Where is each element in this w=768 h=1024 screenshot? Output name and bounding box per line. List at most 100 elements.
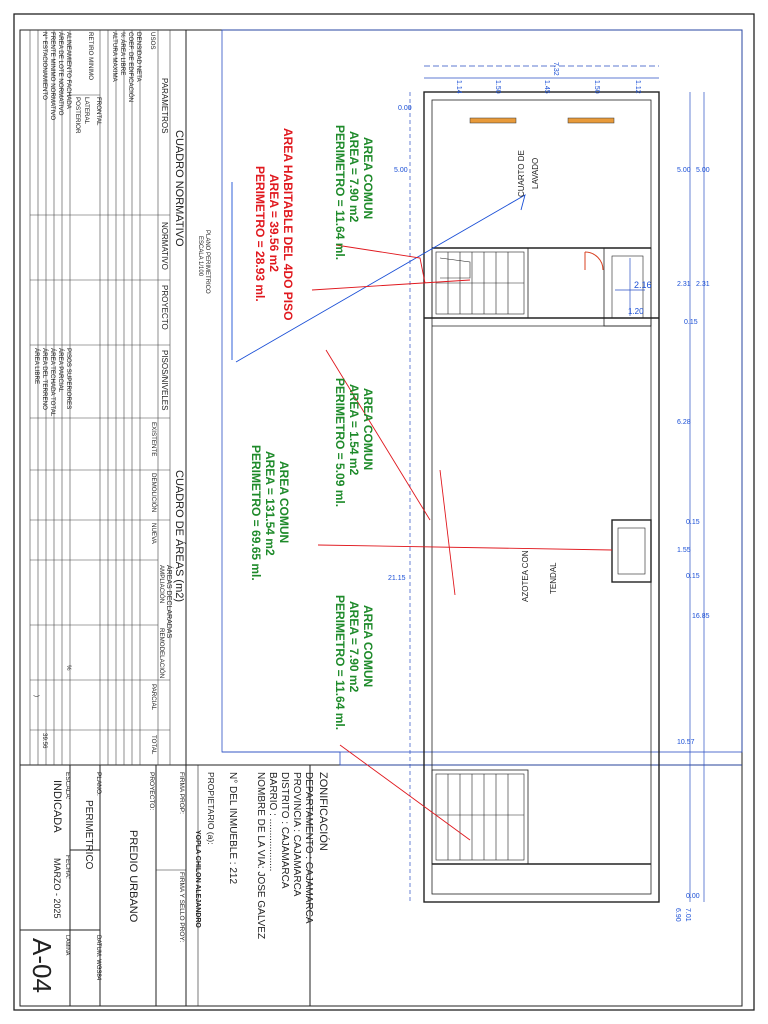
plan-caption: PLANO PERIMETRICO ESCALA 1/100	[197, 230, 210, 294]
retiro-frontal: FRONTAL	[95, 97, 102, 126]
room-tendal-line-2: TENDAL	[549, 562, 558, 594]
datum-label: DATUM: WGS84	[95, 935, 101, 981]
ann5-line1: AREA COMUN	[361, 605, 375, 687]
row-pisos-superiores: PISOS SUPERIORES	[65, 348, 72, 409]
annotation-area-comun-escalera: AREA COMUN AREA = 1.54 m2 PERIMETRO = 5.…	[333, 378, 375, 507]
ann4-line1: AREA COMUN	[277, 461, 291, 543]
dim-top-2: 1.14	[455, 80, 462, 94]
cuadro-areas-title: CUADRO DE ÁREAS (m2)	[173, 470, 186, 602]
retiro-posterior: POSTERIOR	[74, 97, 81, 134]
dim-top-3: 1.50	[494, 80, 501, 94]
row-usos: USOS	[149, 32, 156, 50]
tables-region: CUADRO NORMATIVO PARAMETROS NORMATIVO PR…	[20, 30, 742, 766]
info-provincia: PROVINCIA : CAJAMARCA	[291, 772, 302, 897]
col-parcial: PARCIAL	[150, 684, 157, 711]
dim-right-10: 10.57	[677, 739, 695, 746]
escala-value: INDICADA	[51, 780, 63, 833]
dim-right-13: 7.01	[684, 908, 691, 922]
dim-left-2: 21.15	[388, 575, 406, 582]
plan-caption-title: PLANO PERIMETRICO	[204, 230, 210, 294]
dim-top-1: 1.45	[543, 80, 550, 94]
dim-inner-0: 2.16	[634, 280, 652, 290]
value-area-terreno: 39.56	[41, 733, 48, 749]
zonificacion-label: ZONIFICACIÓN	[317, 772, 330, 851]
annotation-area-habitable: AREA HABITABLE DEL 4DO PISO AREA = 39.56…	[253, 128, 295, 320]
dim-right-12: 6.90	[674, 908, 681, 922]
ann3-line1: AREA COMUN	[361, 388, 375, 470]
annotation-area-comun-lavado: AREA COMUN AREA = 7.90 m2 PERIMETRO = 11…	[333, 125, 375, 260]
ann2-line1: AREA HABITABLE DEL 4DO PISO	[281, 128, 295, 320]
col-proyecto: PROYECTO	[160, 285, 169, 330]
col-ampliacion: AMPLIACIÓN	[158, 565, 165, 603]
dim-right-4: 0.15	[684, 319, 698, 326]
dim-right-9: 16.85	[692, 613, 710, 620]
col-existente: EXISTENTE	[150, 422, 157, 456]
row-area-libre-2: ÁREA LIBRE	[33, 348, 40, 384]
dim-right-8: 0.15	[686, 573, 700, 580]
col-total: TOTAL	[150, 735, 157, 755]
plano-name: PERIMETRICO	[83, 800, 94, 870]
value-pct: %	[65, 665, 72, 671]
row-retiro: RETIRO MINIMO	[87, 32, 94, 80]
sheet-border	[13, 13, 755, 1011]
room-lavado-line-1: CUARTO DE	[517, 150, 526, 197]
plan-caption-scale: ESCALA 1/100	[197, 236, 203, 277]
dim-top-4: 1.50	[593, 80, 600, 94]
col-nueva: NUEVA	[150, 523, 157, 545]
ann2-line3: PERIMETRO = 28.93 ml.	[253, 166, 267, 302]
row-area-terreno: ÁREA DEL TERRENO	[41, 348, 48, 410]
row-area-lote: ÁREA DE LOTE NORMATIVO	[57, 32, 64, 116]
row-coef: COEF. DE EDIFICACIÓN	[127, 32, 134, 102]
col-pisos-niveles: PISOS/NIVELES	[160, 350, 169, 410]
firma-prop-label: FIRMA PROP:	[178, 772, 185, 814]
ann5-line3: PERIMETRO = 11.64 ml.	[333, 595, 347, 730]
ann2-line2: AREA = 39.56 m2	[267, 174, 281, 272]
row-area-parcial: ÁREA PARCIAL	[57, 348, 64, 393]
lamina-value: A-04	[27, 938, 57, 993]
escala-label: ESCALA:	[64, 772, 71, 800]
info-distrito: DISTRITO : CAJAMARCA	[279, 772, 290, 889]
room-lavado: CUARTO DE LAVADO	[517, 150, 540, 197]
propietario-label: PROPIETARIO (a):	[206, 772, 216, 845]
room-tendal-line-1: AZOTEA CON	[521, 550, 530, 602]
room-tendal: AZOTEA CON TENDAL	[521, 550, 558, 602]
dim-right-2: 2.31	[677, 281, 691, 288]
row-area-libre: % ÁREA LIBRE	[119, 32, 126, 75]
dim-left-0: 0.00	[398, 105, 412, 112]
row-frente: FRENTE MINIMO NORMATIVO	[49, 32, 56, 120]
ann3-line2: AREA = 1.54 m2	[347, 384, 361, 476]
cuadro-normativo-title: CUADRO NORMATIVO	[173, 130, 185, 247]
dim-right-11: 0.00	[686, 893, 700, 900]
dim-right-0: 5.00	[677, 167, 691, 174]
row-densidad: DENSIDAD NETA	[135, 32, 142, 83]
leader-lines	[231, 182, 613, 841]
row-estacionamiento: N° ESTACIONAMIENTO	[41, 32, 48, 100]
ann4-line2: AREA = 131.54 m2	[263, 451, 277, 556]
fecha-label: FECHA:	[64, 855, 71, 879]
dim-right-1: 5.00	[696, 167, 710, 174]
lamina-label: LAMINA	[64, 935, 70, 956]
room-lavado-line-2: LAVADO	[531, 158, 540, 189]
dim-right-7: 1.55	[677, 547, 691, 554]
info-departamento: DEPARTAMENTO : CAJAMARCA	[303, 772, 314, 924]
dim-right-3: 2.31	[696, 281, 710, 288]
info-barrio: BARRIO : ...................	[267, 772, 278, 871]
row-area-techada: ÁREA TECHADA TOTAL	[49, 348, 56, 417]
annotation-area-comun-azotea: AREA COMUN AREA = 131.54 m2 PERIMETRO = …	[249, 445, 291, 581]
dim-top-0: 7.32	[552, 62, 559, 76]
proyecto-label: PROYECTO:	[148, 772, 155, 810]
dim-inner-1: 1.20	[628, 307, 644, 316]
plano-label: PLANO:	[95, 772, 102, 796]
ann4-line3: PERIMETRO = 69.65 ml.	[249, 445, 263, 581]
row-altura: ALTURA MAXIMA	[111, 32, 118, 83]
info-inmueble: N° DEL INMUEBLE : 212	[227, 772, 238, 884]
propietario-name: YOPLA CHILON ALEJANDRO	[194, 830, 201, 928]
dim-left-1: 5.00	[394, 167, 408, 174]
dim-right-6: 0.15	[686, 519, 700, 526]
ann5-line2: AREA = 7.90 m2	[347, 601, 361, 693]
col-parametros: PARAMETROS	[160, 78, 169, 133]
row-alineamiento: ALINEAMIENTO FACHADA	[65, 32, 72, 110]
col-remodelacion: REMODELACIÓN	[158, 628, 165, 678]
